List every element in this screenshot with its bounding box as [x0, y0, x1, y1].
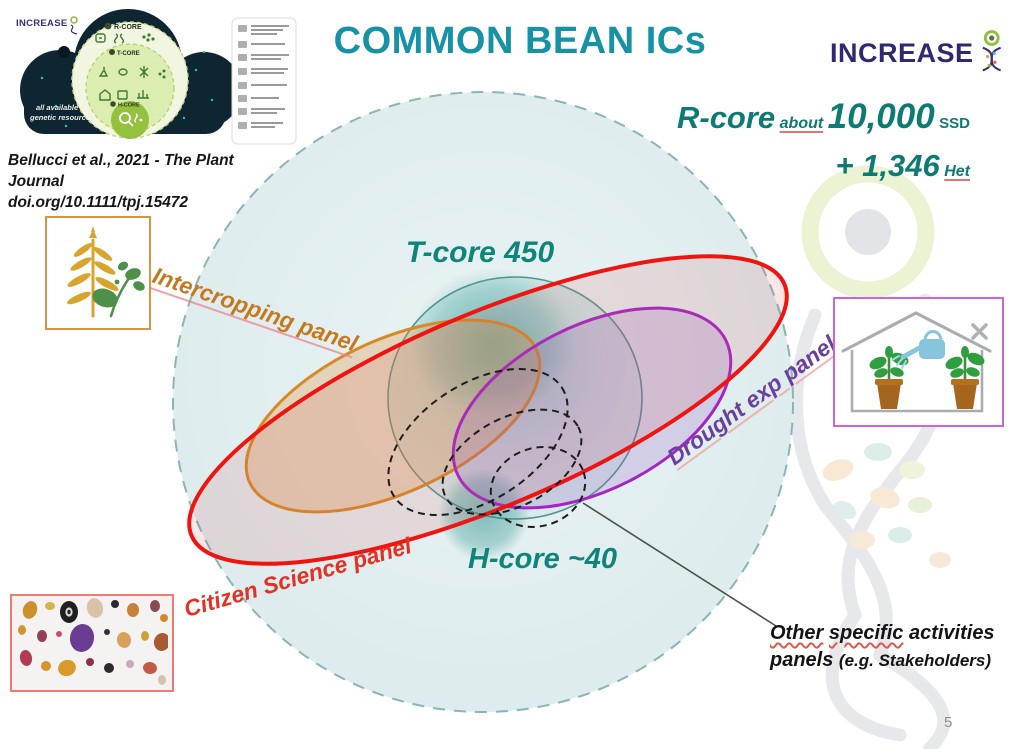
bean-seeds-photo: [10, 594, 174, 692]
thumb-increase-logo-text: INCREASE: [16, 18, 68, 29]
h-core-label: H-core ~40: [467, 543, 618, 575]
r-core-line1: R-core about 10,000 SSD: [630, 96, 970, 145]
other-panels-line2: panels (e.g. Stakeholders): [770, 647, 1008, 674]
magnifier-icon: [119, 112, 143, 127]
drought-experiment-image: [833, 297, 1004, 427]
gear-icon: [110, 101, 116, 107]
thumb-caption-line1: all available: [36, 103, 78, 112]
annotation-connector-line: [582, 502, 777, 627]
r-core-value2: + 1,346: [835, 148, 940, 183]
r-core-unit2: Het: [944, 163, 970, 180]
other-panels-dashed-ellipses: [387, 367, 587, 528]
watering-can-icon: [891, 330, 945, 369]
dry-plant: [945, 346, 985, 409]
thumb-dna-icon: [70, 16, 78, 24]
other-word: Other: [770, 622, 824, 644]
bean-seeds: [18, 598, 168, 685]
increase-logo-text: INCREASE: [830, 38, 974, 68]
thumb-t-core-label: T-CORE: [117, 51, 140, 57]
citizen-science-ellipse: [187, 254, 789, 566]
reference-figure-thumbnail: R-CORE T-CORE H-CORE: [8, 8, 300, 148]
increase-dna-icon: [981, 30, 1001, 72]
gear-icon: [104, 22, 112, 30]
intercropping-ellipse: [244, 318, 542, 514]
increase-watermark-figure: [790, 165, 951, 749]
watermark-seed-blobs: [822, 443, 951, 568]
increase-logo: INCREASE: [830, 24, 1005, 84]
page-number: 5: [944, 714, 953, 731]
greenhouse-icon: [841, 311, 992, 413]
r-core-line2: + 1,346 Het: [630, 145, 970, 193]
citation-line2: doi.org/10.1111/tpj.15472: [8, 194, 189, 211]
r-core-name: R-core: [676, 100, 776, 135]
stakeholders-paren: (e.g. Stakeholders): [838, 651, 992, 670]
thumb-r-core-label: R-CORE: [114, 24, 142, 31]
citation: Bellucci et al., 2021 - The Plant Journa…: [8, 150, 288, 213]
activities-word: activities: [908, 622, 995, 644]
cereal-plant-icon: [67, 226, 119, 318]
other-panels-line1: Other specific activities: [770, 620, 1008, 647]
r-core-unit: SSD: [939, 115, 970, 132]
slide-title: COMMON BEAN ICs: [333, 20, 707, 62]
thumb-pictograms: [95, 33, 166, 101]
drought-ellipse: [451, 306, 733, 510]
r-core-annotation: R-core about 10,000 SSD + 1,346 Het: [630, 96, 970, 193]
no-water-x-icon: [971, 323, 988, 340]
gear-icon: [109, 49, 115, 55]
intercropping-image: [45, 216, 151, 330]
r-core-qualifier: about: [779, 115, 824, 132]
panels-word: panels: [770, 649, 834, 671]
legend-rows: [238, 25, 289, 129]
legend-panel: [231, 17, 297, 145]
other-panels-annotation: Other specific activities panels (e.g. S…: [770, 620, 1008, 674]
bean-plant-icon: [92, 261, 145, 318]
t-core-label: T-core 450: [405, 236, 555, 269]
thumb-caption-line2: genetic resources: [29, 113, 94, 122]
thumb-h-core-label: H-CORE: [118, 103, 140, 109]
thumb-t-core-circle: [85, 43, 175, 133]
t-core-dense-blob: [410, 268, 574, 416]
r-core-value: 10,000: [827, 97, 935, 136]
dark-node: [58, 46, 70, 58]
specific-word: specific: [828, 622, 904, 644]
citation-line1: Bellucci et al., 2021 - The Plant Journa…: [8, 152, 234, 190]
